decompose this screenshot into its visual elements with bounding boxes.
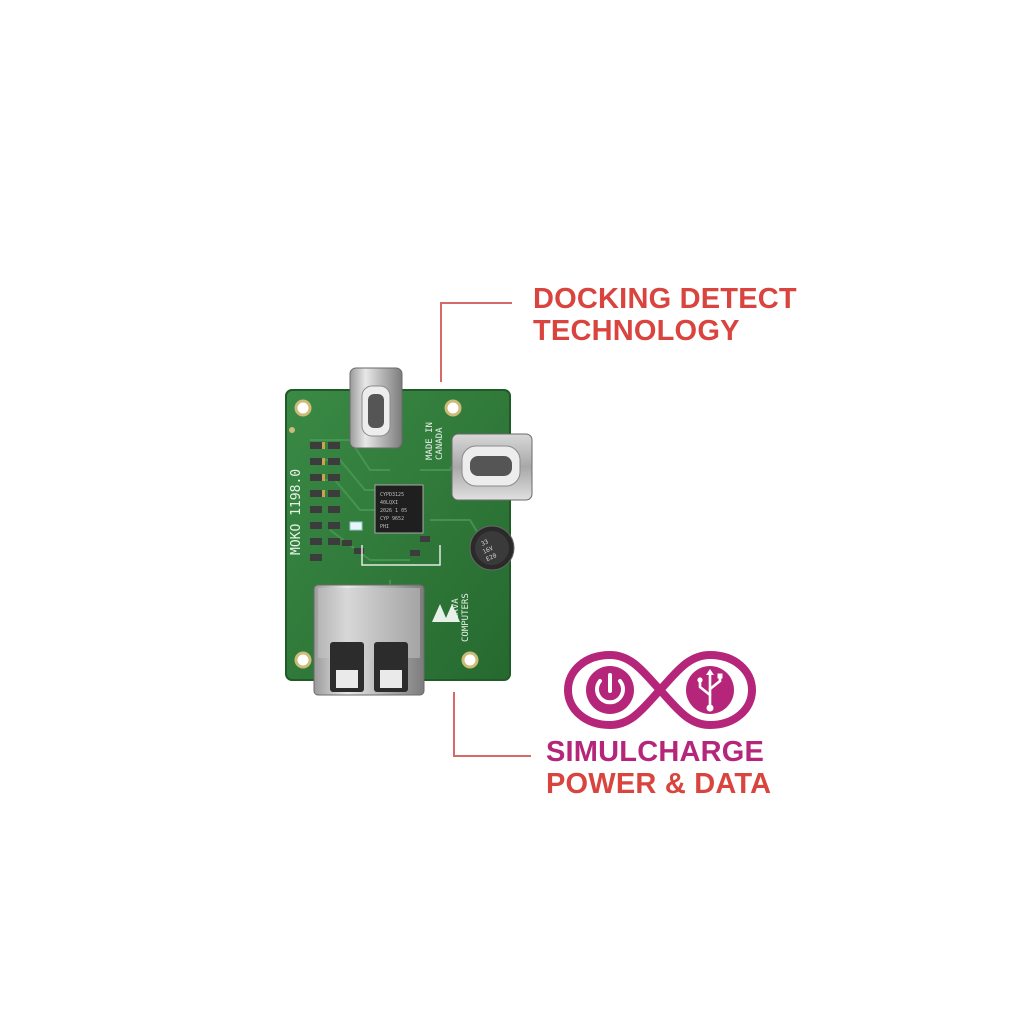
simul-leader-vertical: [453, 692, 455, 756]
silkscreen-model: MOKO 1198.0: [289, 469, 304, 555]
silkscreen-brand-2: COMPUTERS: [461, 593, 471, 642]
docking-detect-line2: TECHNOLOGY: [533, 315, 740, 348]
chip-label-3: 2026 1 05: [380, 508, 407, 514]
capacitor-label-2: 16V: [482, 545, 495, 556]
simulcharge-line2: POWER & DATA: [546, 768, 772, 801]
chip-label-1: CYPD3125: [380, 492, 404, 498]
capacitor-label-3: E20: [485, 552, 498, 563]
mount-hole: [294, 399, 312, 417]
docking-leader-vertical: [440, 302, 442, 382]
simulcharge-logo: [563, 650, 757, 730]
mount-hole: [461, 651, 479, 669]
simulcharge-line1: SIMULCHARGE: [546, 736, 765, 768]
mount-hole: [294, 651, 312, 669]
silkscreen-origin-2: CANADA: [435, 427, 445, 460]
controller-chip: [374, 484, 424, 534]
pcb-board: CYPD3125 40LQXI 2026 1 05 CYP 9652 PHI 3…: [285, 367, 533, 696]
docking-leader-horizontal: [440, 302, 512, 304]
simulcharge-callout: SIMULCHARGE POWER & DATA: [546, 736, 771, 801]
chip-label-4: CYP 9652: [380, 516, 404, 522]
capacitor-label-1: 33: [480, 538, 490, 548]
led: [349, 521, 363, 531]
chip-label-5: PHI: [380, 524, 389, 530]
docking-detect-line1: DOCKING DETECT: [533, 283, 797, 315]
docking-detect-callout: DOCKING DETECT TECHNOLOGY: [533, 283, 797, 348]
silkscreen-origin-1: MADE IN: [425, 422, 435, 460]
lava-logo-mark: [432, 604, 460, 622]
silkscreen-brand-1: LAVA: [451, 598, 461, 620]
chip-label-2: 40LQXI: [380, 500, 398, 506]
simul-leader-horizontal: [453, 755, 531, 757]
mount-hole: [444, 399, 462, 417]
